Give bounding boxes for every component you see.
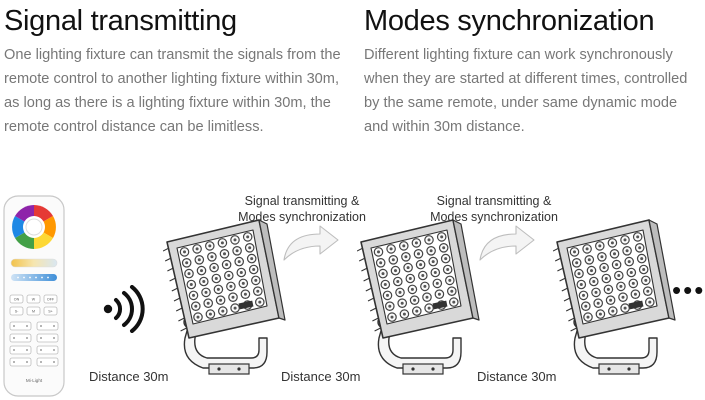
- continuation-dots: •••: [672, 275, 705, 305]
- remote-button-on: ON: [14, 298, 20, 302]
- remote-button-speed-up: S+: [48, 310, 53, 314]
- distance-label: Distance 30m: [89, 369, 169, 384]
- modes-synchronization-description: Different lighting fixture can work sync…: [364, 47, 688, 135]
- signal-transmitting-description: One lighting fixture can transmit the si…: [4, 47, 341, 135]
- remote-button-w: W: [32, 298, 36, 302]
- caption-line: Modes synchronization: [238, 210, 366, 224]
- caption-line: Signal transmitting &: [436, 194, 552, 208]
- remote-control-image: ON W OFF S- M S+ Mi·Light: [3, 195, 65, 397]
- caption-line: Signal transmitting &: [244, 194, 360, 208]
- signal-transmitting-heading: Signal transmitting: [4, 5, 237, 37]
- floodlight-fixture-image: [357, 219, 480, 375]
- remote-button-speed-down: S-: [15, 310, 19, 314]
- curved-arrow-icon: [479, 225, 535, 261]
- remote-button-off: OFF: [47, 298, 55, 302]
- caption-line: Modes synchronization: [430, 210, 558, 224]
- diagram-caption: Signal transmitting & Modes synchronizat…: [232, 193, 372, 225]
- distance-label: Distance 30m: [477, 369, 557, 384]
- curved-arrow-icon: [283, 225, 339, 261]
- remote-button-mode: M: [32, 310, 35, 314]
- modes-synchronization-heading: Modes synchronization: [364, 5, 655, 37]
- floodlight-fixture-image: [553, 219, 676, 375]
- wireless-signal-icon: [103, 285, 145, 333]
- signal-transmitting-section: Signal transmitting One lighting fixture…: [4, 0, 344, 139]
- floodlight-fixture-image: [163, 219, 286, 375]
- distance-label: Distance 30m: [281, 369, 361, 384]
- modes-synchronization-section: Modes synchronization Different lighting…: [364, 0, 702, 139]
- remote-brand-logo: Mi·Light: [26, 378, 43, 383]
- diagram-caption: Signal transmitting & Modes synchronizat…: [424, 193, 564, 225]
